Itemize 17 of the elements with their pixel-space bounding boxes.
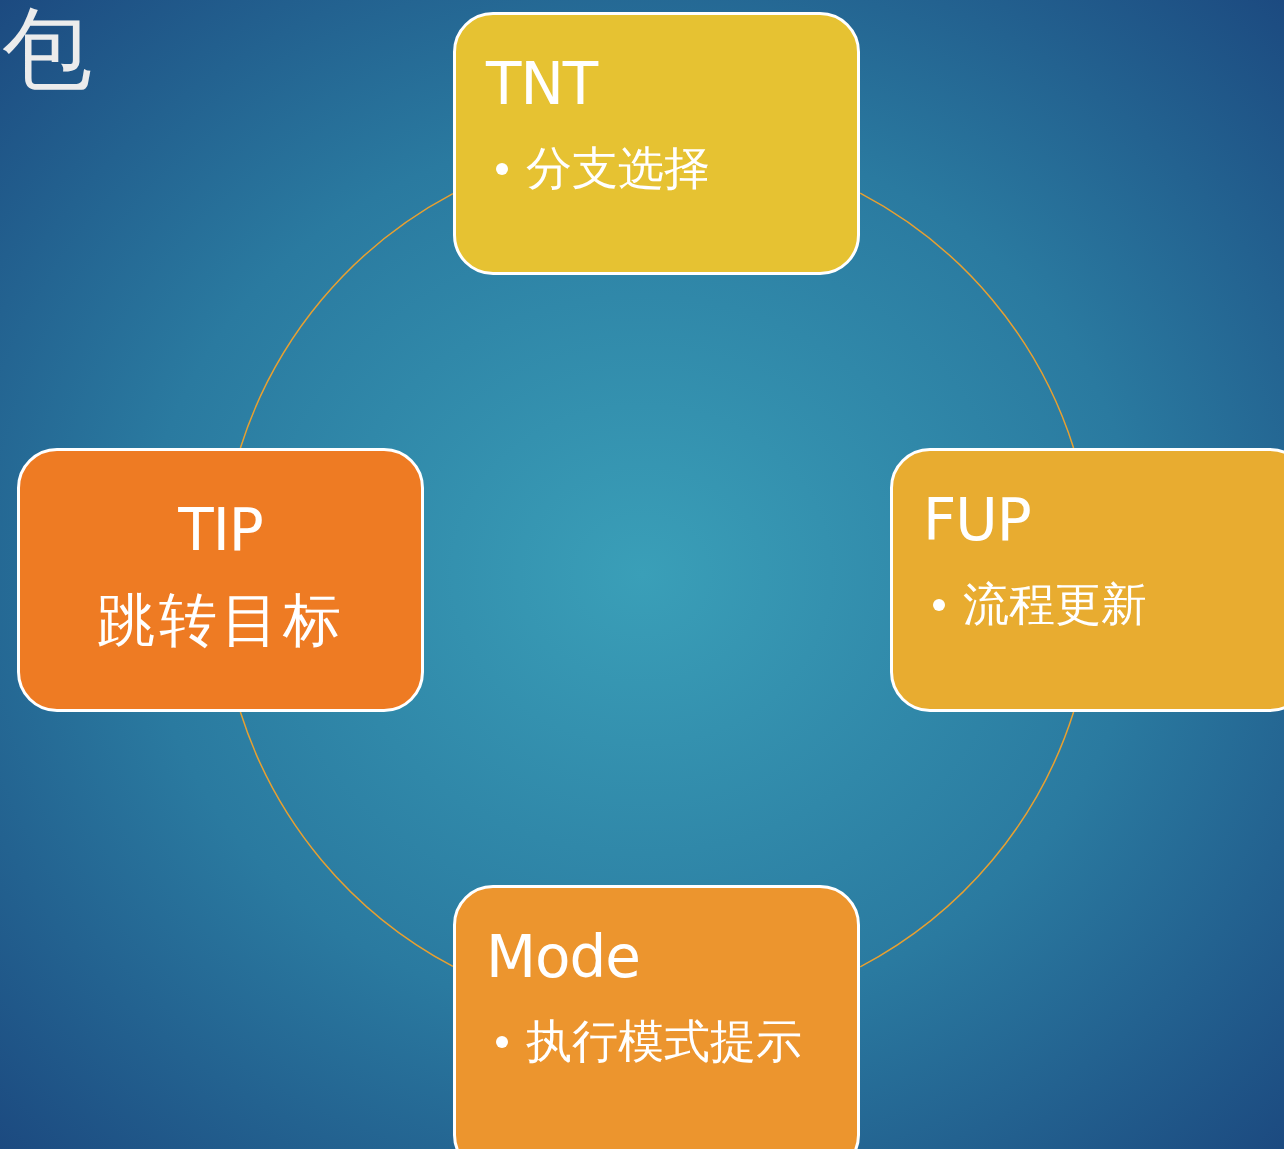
box-text: 执行模式提示: [526, 1018, 802, 1064]
connector-arc: [239, 192, 454, 449]
process-box: [890, 448, 1284, 712]
connector-arc: [859, 192, 1075, 449]
box-heading: TNT: [486, 55, 598, 113]
connector-arc: [239, 711, 454, 968]
box-text: 流程更新: [963, 581, 1147, 627]
title: 包: [2, 4, 92, 94]
process-box: [453, 885, 860, 1149]
box-heading: Mode: [486, 928, 641, 986]
box-text: 跳转目标: [95, 591, 346, 649]
box-heading: TIP: [177, 501, 264, 559]
connector-arc: [859, 711, 1075, 968]
box-text: 分支选择: [526, 145, 710, 191]
process-box: [453, 12, 860, 275]
process-box: [17, 448, 424, 712]
box-heading: FUP: [923, 491, 1031, 549]
